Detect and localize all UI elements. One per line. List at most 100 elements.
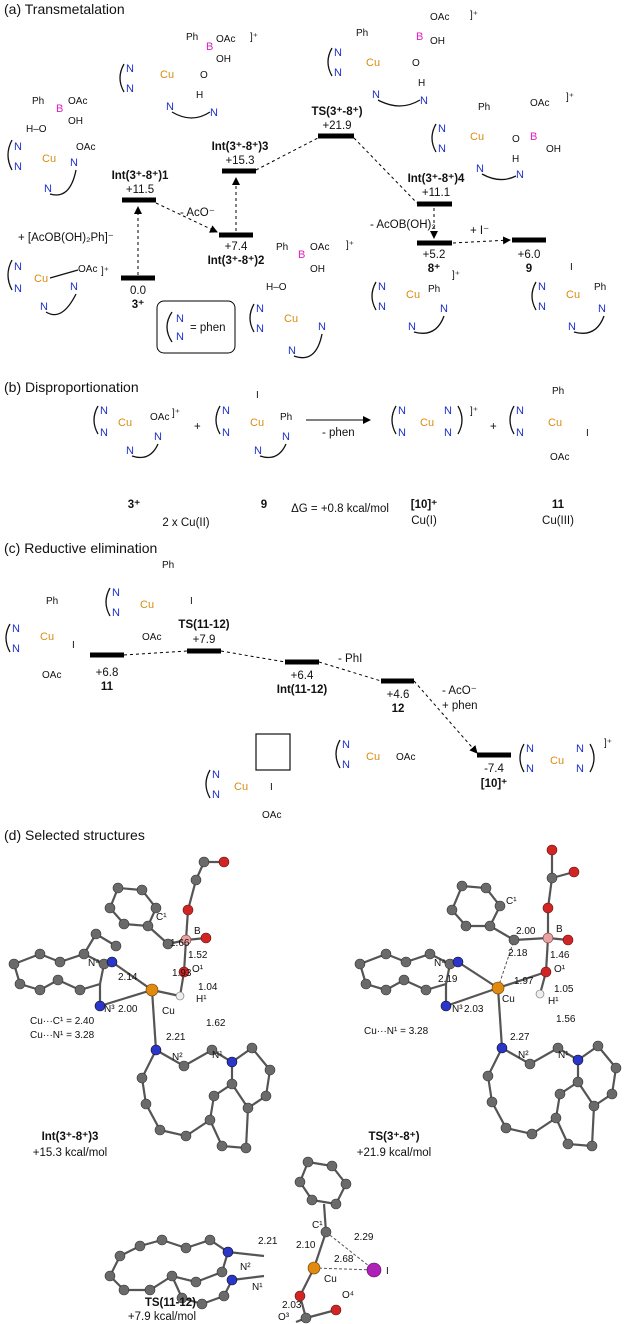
arrow-c-4	[413, 680, 478, 754]
label-ts: TS(3⁺-8⁺)	[311, 106, 362, 118]
svg-text:Cu: Cu	[406, 289, 420, 301]
ts-energy: +21.9 kcal/mol	[357, 1147, 431, 1159]
svg-text:2.03: 2.03	[464, 1004, 484, 1015]
svg-text:N: N	[210, 107, 218, 119]
connector-ts-int4	[353, 137, 418, 204]
svg-text:N²: N²	[240, 1262, 251, 1273]
svg-text:N²: N²	[172, 1052, 183, 1063]
c-minus-phi: - PhI	[338, 653, 362, 665]
svg-text:B: B	[530, 131, 537, 143]
b-plus-1: +	[194, 421, 201, 433]
svg-text:N: N	[212, 789, 220, 801]
svg-text:N: N	[342, 739, 350, 751]
svg-text:1.97: 1.97	[514, 976, 534, 987]
svg-text:I: I	[570, 262, 573, 273]
svg-text:H: H	[196, 90, 203, 101]
svg-text:1.04: 1.04	[198, 982, 218, 993]
c-energy-10: -7.4	[484, 763, 504, 775]
svg-text:N: N	[576, 743, 584, 755]
svg-text:Cu: Cu	[40, 631, 54, 643]
svg-text:N: N	[126, 63, 134, 75]
svg-text:N: N	[538, 301, 546, 313]
svg-text:Ph: Ph	[594, 282, 606, 293]
svg-text:Cu: Cu	[162, 1006, 175, 1017]
svg-text:N: N	[438, 123, 446, 135]
svg-text:H–O: H–O	[266, 282, 287, 293]
svg-text:Ph: Ph	[186, 32, 198, 43]
svg-text:Cu: Cu	[42, 153, 56, 165]
svg-text:N: N	[256, 323, 264, 335]
svg-text:N⁴: N⁴	[88, 958, 100, 969]
svg-text:OAc: OAc	[430, 12, 449, 23]
energy-ts: +21.9	[322, 120, 351, 132]
svg-text:2.03: 2.03	[282, 1300, 302, 1311]
reagent-label: + [AcOB(OH)₂Ph]⁻	[18, 232, 114, 244]
svg-text:OH: OH	[430, 36, 445, 47]
b-label-3plus: 3⁺	[128, 499, 140, 511]
svg-text:1.66: 1.66	[170, 938, 190, 949]
energy-3plus: 0.0	[130, 285, 146, 297]
svg-text:N: N	[438, 143, 446, 155]
conn-c-3	[318, 661, 382, 682]
svg-text:N: N	[334, 47, 342, 59]
b-cu1: Cu(I)	[411, 515, 437, 527]
svg-text:I: I	[256, 390, 259, 401]
svg-text:2.00: 2.00	[118, 1004, 138, 1015]
arrow-8-to-9	[452, 236, 511, 245]
svg-text:OAc: OAc	[78, 264, 97, 275]
svg-text:N: N	[288, 345, 296, 357]
svg-text:N: N	[14, 283, 22, 295]
svg-text:N: N	[254, 445, 262, 457]
c-label-12: 12	[392, 703, 405, 715]
svg-text:2.18: 2.18	[508, 948, 528, 959]
svg-text:Ph: Ph	[46, 596, 58, 607]
svg-text:N: N	[126, 445, 134, 457]
b-label-11: 11	[552, 499, 565, 511]
svg-text:Cu: Cu	[420, 417, 434, 429]
arrow-int1-to-int2	[155, 202, 218, 233]
svg-text:OAc: OAc	[150, 412, 169, 423]
section-a-title: (a) Transmetalation	[4, 1, 125, 17]
svg-text:1.93: 1.93	[172, 968, 192, 979]
svg-text:N: N	[526, 743, 534, 755]
phen-legend-n1: N	[176, 313, 184, 325]
svg-text:N: N	[408, 321, 416, 333]
svg-text:Cu: Cu	[366, 57, 380, 69]
structure-int3-3d: C¹ B 1.66 1.52 O¹ N⁴ 2.14 1.93 1.04 H¹ N…	[8, 856, 276, 1159]
svg-text:N¹: N¹	[212, 1050, 223, 1061]
svg-text:B: B	[556, 924, 563, 935]
svg-text:I: I	[586, 428, 589, 439]
structure-sketch-int1: Ph B OAc OH H–O Cu OAc NN NN	[7, 96, 95, 196]
b-plus-2: +	[490, 421, 497, 433]
svg-text:OAc: OAc	[42, 670, 61, 681]
b-2cu2: 2 x Cu(II)	[162, 517, 209, 529]
svg-text:N: N	[516, 405, 524, 417]
svg-text:OAc: OAc	[530, 98, 549, 109]
structure-sketch-8plus: Cu Ph NN NN ]⁺	[371, 270, 460, 334]
svg-text:Cu: Cu	[566, 289, 580, 301]
svg-text:1.62: 1.62	[206, 1018, 226, 1029]
c-label-int: Int(11-12)	[277, 684, 328, 696]
svg-text:2.27: 2.27	[510, 1032, 530, 1043]
c-label-ts: TS(11-12)	[178, 619, 229, 631]
svg-text:N: N	[398, 427, 406, 439]
c-structure-12: NN Cu OAc	[335, 739, 415, 771]
int3-cu-c: Cu···C¹ = 2.40	[30, 1016, 95, 1027]
int3-name: Int(3⁺-8⁺)3	[42, 1131, 99, 1143]
svg-text:H¹: H¹	[196, 994, 207, 1005]
c-energy-11: +6.8	[96, 667, 119, 679]
svg-text:N: N	[318, 321, 326, 333]
svg-text:N: N	[14, 161, 22, 173]
svg-text:2.19: 2.19	[438, 974, 458, 985]
ts-name: TS(3⁺-8⁺)	[368, 1131, 419, 1143]
c-structure-10: NN Cu NN ]⁺	[519, 738, 612, 775]
ts2-name: TS(11-12)	[145, 1297, 196, 1309]
minus-aco-label: - AcO⁻	[180, 207, 215, 219]
svg-text:N: N	[476, 163, 484, 175]
structure-sketch-int2: Ph B OAc OH H–O Cu NN NN ]⁺	[249, 240, 354, 359]
svg-text:N: N	[12, 623, 20, 635]
svg-text:OAc: OAc	[550, 452, 569, 463]
svg-text:Cu: Cu	[250, 417, 264, 429]
label-9: 9	[526, 263, 532, 275]
